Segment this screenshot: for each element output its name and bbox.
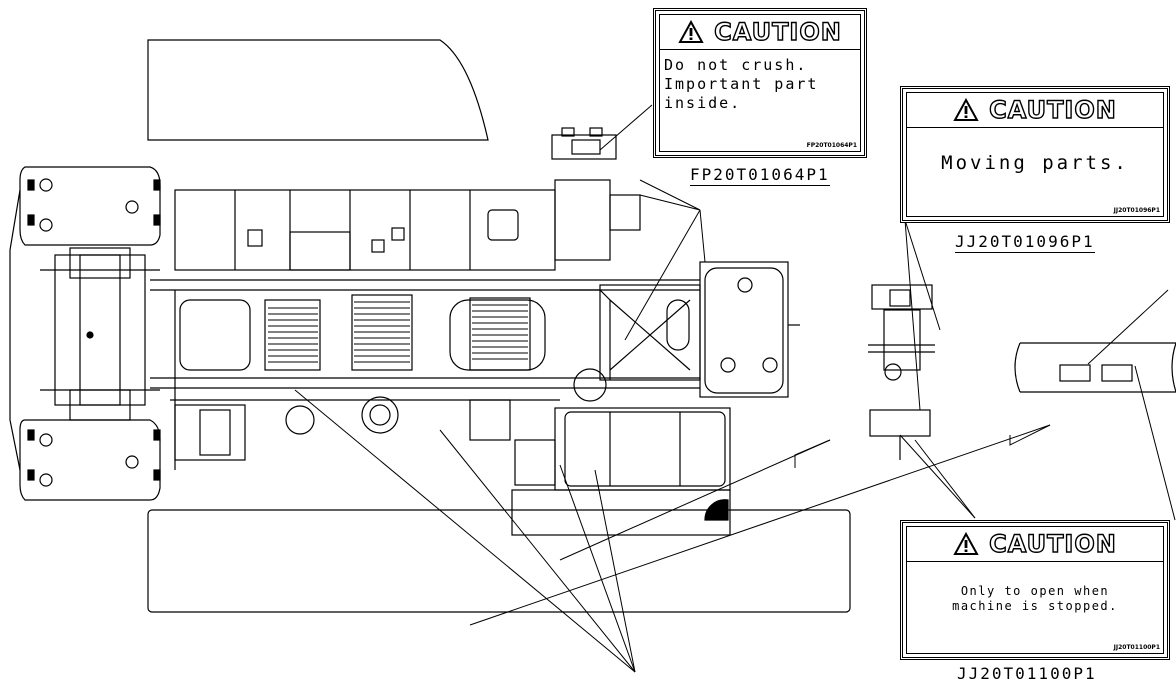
message-line: Moving parts. xyxy=(941,152,1129,174)
front-frame xyxy=(554,179,800,398)
part-number-2: JJ20T01096P1 xyxy=(955,232,1095,253)
message-line: machine is stopped. xyxy=(952,599,1118,613)
label-frame: CAUTION Moving parts. JJ20T01096P1 xyxy=(906,92,1164,217)
lock-part xyxy=(551,127,617,160)
caution-word: CAUTION xyxy=(713,17,842,46)
boom-section xyxy=(1014,342,1176,393)
caution-heading: CAUTION xyxy=(907,527,1163,562)
message-line: Important part xyxy=(664,75,819,93)
label-code: JJ20T01096P1 xyxy=(1113,207,1160,214)
caution-word: CAUTION xyxy=(988,529,1117,558)
label-message: Moving parts. xyxy=(907,128,1163,174)
message-line: Only to open when xyxy=(960,584,1110,598)
warning-triangle-icon xyxy=(953,98,979,121)
rear-frame xyxy=(9,166,161,501)
label-message: Only to open when machine is stopped. xyxy=(907,562,1163,614)
caution-heading: CAUTION xyxy=(907,93,1163,128)
caution-heading: CAUTION xyxy=(660,15,860,50)
caution-word: CAUTION xyxy=(988,95,1117,124)
main-deck xyxy=(150,189,700,470)
warning-triangle-icon xyxy=(678,20,704,43)
label-code: JJ20T01100P1 xyxy=(1113,644,1160,651)
label-message: Do not crush. Important part inside. xyxy=(660,50,860,113)
message-line: Do not crush. xyxy=(664,56,808,74)
caution-label-open: CAUTION Only to open when machine is sto… xyxy=(900,520,1170,660)
caution-label-moving: CAUTION Moving parts. JJ20T01096P1 xyxy=(900,86,1170,223)
boom-detail xyxy=(868,284,935,460)
leader-lines xyxy=(294,104,1176,673)
label-code: FP20T01064P1 xyxy=(806,142,857,149)
operator-cab xyxy=(511,407,731,536)
part-number-3: JJ20T01100P1 xyxy=(957,664,1097,683)
part-number-1: FP20T01064P1 xyxy=(690,165,830,186)
caution-label-crush: CAUTION Do not crush. Important part ins… xyxy=(653,8,867,158)
label-frame: CAUTION Only to open when machine is sto… xyxy=(906,526,1164,654)
label-frame: CAUTION Do not crush. Important part ins… xyxy=(659,14,861,152)
warning-triangle-icon xyxy=(953,532,979,555)
message-line: inside. xyxy=(664,94,742,112)
blank-decal-bottom xyxy=(147,509,851,613)
blank-decal-top xyxy=(147,39,489,141)
